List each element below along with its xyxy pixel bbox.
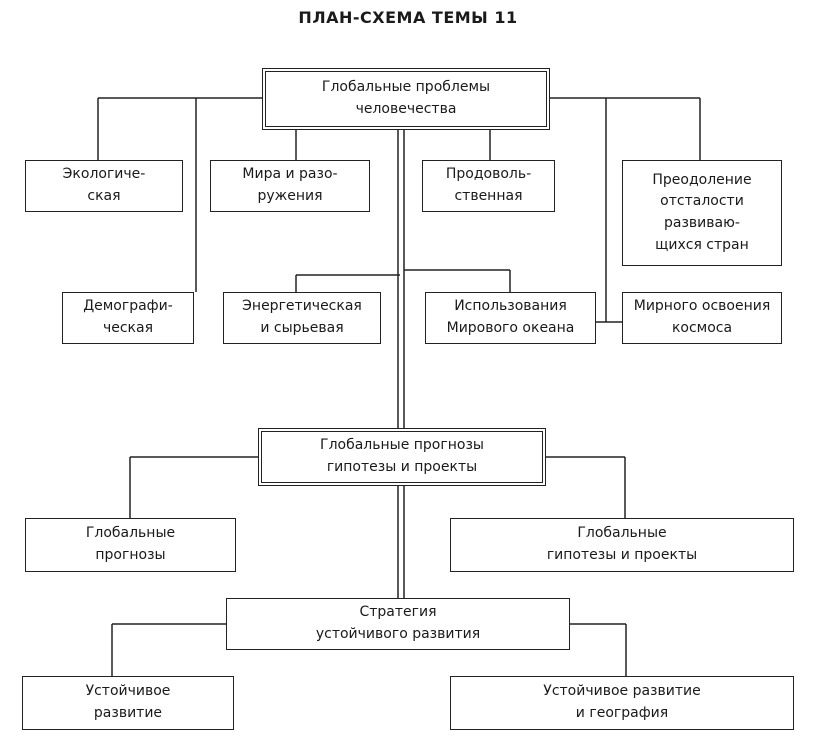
strategy-line-2: устойчивого развития [315, 626, 481, 642]
backwardness-line-1: Преодоление [652, 171, 752, 188]
backwardness-line-3: развиваю- [664, 215, 740, 231]
box-sustainable-development-geography: Устойчивое развитие и география [450, 676, 794, 730]
demographic-line-2: ческая [102, 320, 154, 336]
box-peace: Мира и разо-ружения [210, 160, 370, 212]
strategy-left-line-1: Устойчивое [85, 683, 171, 700]
forecasts-right-line-1: Глобальные [577, 525, 667, 542]
backwardness-line-4: щихся стран [655, 236, 749, 253]
backwardness-line-2: отсталости [660, 193, 744, 210]
strategy-left-line-2: развитие [93, 705, 163, 721]
box-strategy: Стратегия устойчивого развития [226, 598, 570, 650]
box-sustainable-development: Устойчивое развитие [22, 676, 234, 730]
forecasts-left-line-1: Глобальные [85, 525, 176, 542]
space-line-2: космоса [671, 320, 733, 336]
forecasts-left-line-2: прогнозы [95, 547, 166, 563]
strategy-right-line-2: и география [575, 705, 669, 721]
ecological-line-1: Экологиче- [62, 166, 146, 183]
box-global-hypotheses-right: Глобальные гипотезы и проекты [450, 518, 794, 572]
main-line-2: человечества [355, 101, 457, 117]
ecological-line-2: ская [87, 188, 121, 204]
box-ecological: Экологиче-ская [25, 160, 183, 212]
main-box-global-problems: Глобальные проблемы человечества [262, 68, 550, 130]
box-energy: Энергетическая и сырьевая [223, 292, 381, 344]
energy-line-1: Энергетическая [242, 298, 362, 315]
peace-line-2: ружения [257, 188, 323, 204]
space-line-1: Мирного освоения [633, 298, 771, 315]
strategy-line-1: Стратегия [359, 604, 437, 621]
food-line-2: ственная [454, 188, 523, 204]
food-line-1: Продоволь- [445, 166, 532, 183]
demographic-line-1: Демографи- [83, 298, 173, 315]
main-line-1: Глобальные проблемы [321, 79, 491, 96]
energy-line-2: и сырьевая [260, 320, 344, 336]
ocean-line-1: Использования [454, 298, 567, 315]
box-global-forecasts: Глобальные прогнозы гипотезы и проекты [258, 428, 546, 486]
page-title: ПЛАН-СХЕМА ТЕМЫ 11 [298, 8, 518, 27]
box-space: Мирного освоения космоса [622, 292, 782, 344]
box-demographic: Демографи-ческая [62, 292, 194, 344]
forecasts-line-2: гипотезы и проекты [326, 459, 478, 475]
peace-line-1: Мира и разо- [242, 166, 338, 183]
forecasts-right-line-2: гипотезы и проекты [546, 547, 698, 563]
box-global-forecasts-left: Глобальные прогнозы [25, 518, 236, 572]
forecasts-line-1: Глобальные прогнозы [320, 437, 484, 454]
ocean-line-2: Мирового океана [446, 320, 575, 336]
box-food: Продоволь-ственная [422, 160, 555, 212]
strategy-right-line-1: Устойчивое развитие [543, 683, 701, 700]
box-backwardness: Преодоление отсталости развиваю-щихся стра… [622, 160, 782, 266]
